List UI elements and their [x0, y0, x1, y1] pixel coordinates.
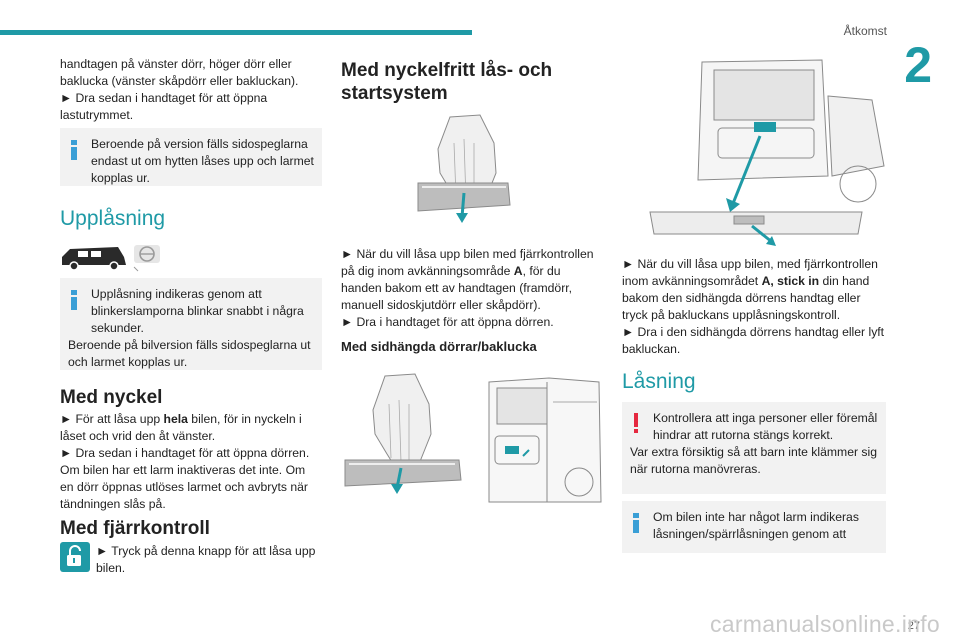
- section-header: Åtkomst: [843, 24, 887, 38]
- heading-upplasning: Upplåsning: [60, 207, 166, 230]
- warning-text-2: Var extra försiktig så att barn inte klä…: [630, 445, 877, 476]
- info-box-unlock: Upplåsning indikeras genom att blinkersl…: [60, 278, 322, 370]
- info-box-lock: Om bilen inte har något larm indikeras l…: [622, 501, 886, 553]
- remote-step: ► Tryck på denna knapp för att låsa upp …: [96, 544, 316, 575]
- heading-med-fjarrkontroll: Med fjärrkontroll: [60, 518, 210, 539]
- page-number: 27: [907, 620, 920, 632]
- info-icon: [633, 513, 639, 533]
- keyless-step-2: ► Dra i handtaget för att öppna dörren.: [341, 315, 554, 329]
- tailgate-van-illustration: [649, 59, 885, 246]
- hand-handle-illustration-2: [344, 373, 462, 494]
- warning-icon: [634, 413, 638, 433]
- keyless-step-1: ► När du vill låsa upp bilen med fjärrko…: [341, 247, 594, 312]
- hand-behind-handle-illustration: [417, 114, 511, 223]
- tailgate-step-2: ► Dra i den sidhängda dörrens handtag el…: [622, 325, 885, 356]
- keyless-instructions: ► När du vill låsa upp bilen med fjärrko…: [341, 246, 603, 331]
- warning-text: Kontrollera att inga personer eller före…: [653, 411, 878, 442]
- intro-step: ► Dra sedan i handtaget för att öppna la…: [60, 91, 268, 122]
- heading-lasning: Låsning: [622, 370, 696, 393]
- chapter-number: 2: [904, 37, 932, 93]
- info-unlock-text: Upplåsning indikeras genom att blinkersl…: [91, 287, 304, 335]
- info-box-mirrors: Beroende på version fälls sidospeglarna …: [60, 128, 322, 186]
- top-accent-bar: [0, 30, 472, 35]
- key-step-2: ► Dra sedan i handtaget för att öppna dö…: [60, 446, 310, 511]
- warning-box-windows: Kontrollera att inga personer eller före…: [622, 402, 886, 494]
- unlock-button-icon: [60, 542, 90, 572]
- intro-text: handtagen på vänster dörr, höger dörr el…: [60, 57, 299, 88]
- key-instructions: ► För att låsa upp hela bilen, för in ny…: [60, 411, 318, 513]
- watermark: carmanualsonline.info: [709, 611, 940, 637]
- tailgate-instructions: ► När du vill låsa upp bilen, med fjärrk…: [622, 256, 886, 358]
- remote-instructions: ► Tryck på denna knapp för att låsa upp …: [96, 543, 320, 577]
- van-unlock-icon: [62, 245, 160, 272]
- tailgate-step-1: ► När du vill låsa upp bilen, med fjärrk…: [622, 257, 878, 322]
- heading-sidhangda: Med sidhängda dörrar/baklucka: [341, 339, 537, 354]
- info-unlock-text-2: Beroende på bilversion fälls sidospeglar…: [68, 338, 311, 369]
- info-lock-text: Om bilen inte har något larm indikeras l…: [653, 510, 859, 541]
- heading-med-nyckel: Med nyckel: [60, 387, 163, 408]
- key-step-1: ► För att låsa upp hela bilen, för in ny…: [60, 412, 302, 443]
- info-icon: [71, 140, 77, 160]
- info-icon: [71, 290, 77, 310]
- rear-doors-van-illustration: [488, 377, 602, 503]
- heading-keyless: Med nyckelfritt lås- och startsystem: [341, 60, 553, 104]
- col1-intro: handtagen på vänster dörr, höger dörr el…: [60, 56, 322, 124]
- info-mirrors-text: Beroende på version fälls sidospeglarna …: [91, 137, 314, 185]
